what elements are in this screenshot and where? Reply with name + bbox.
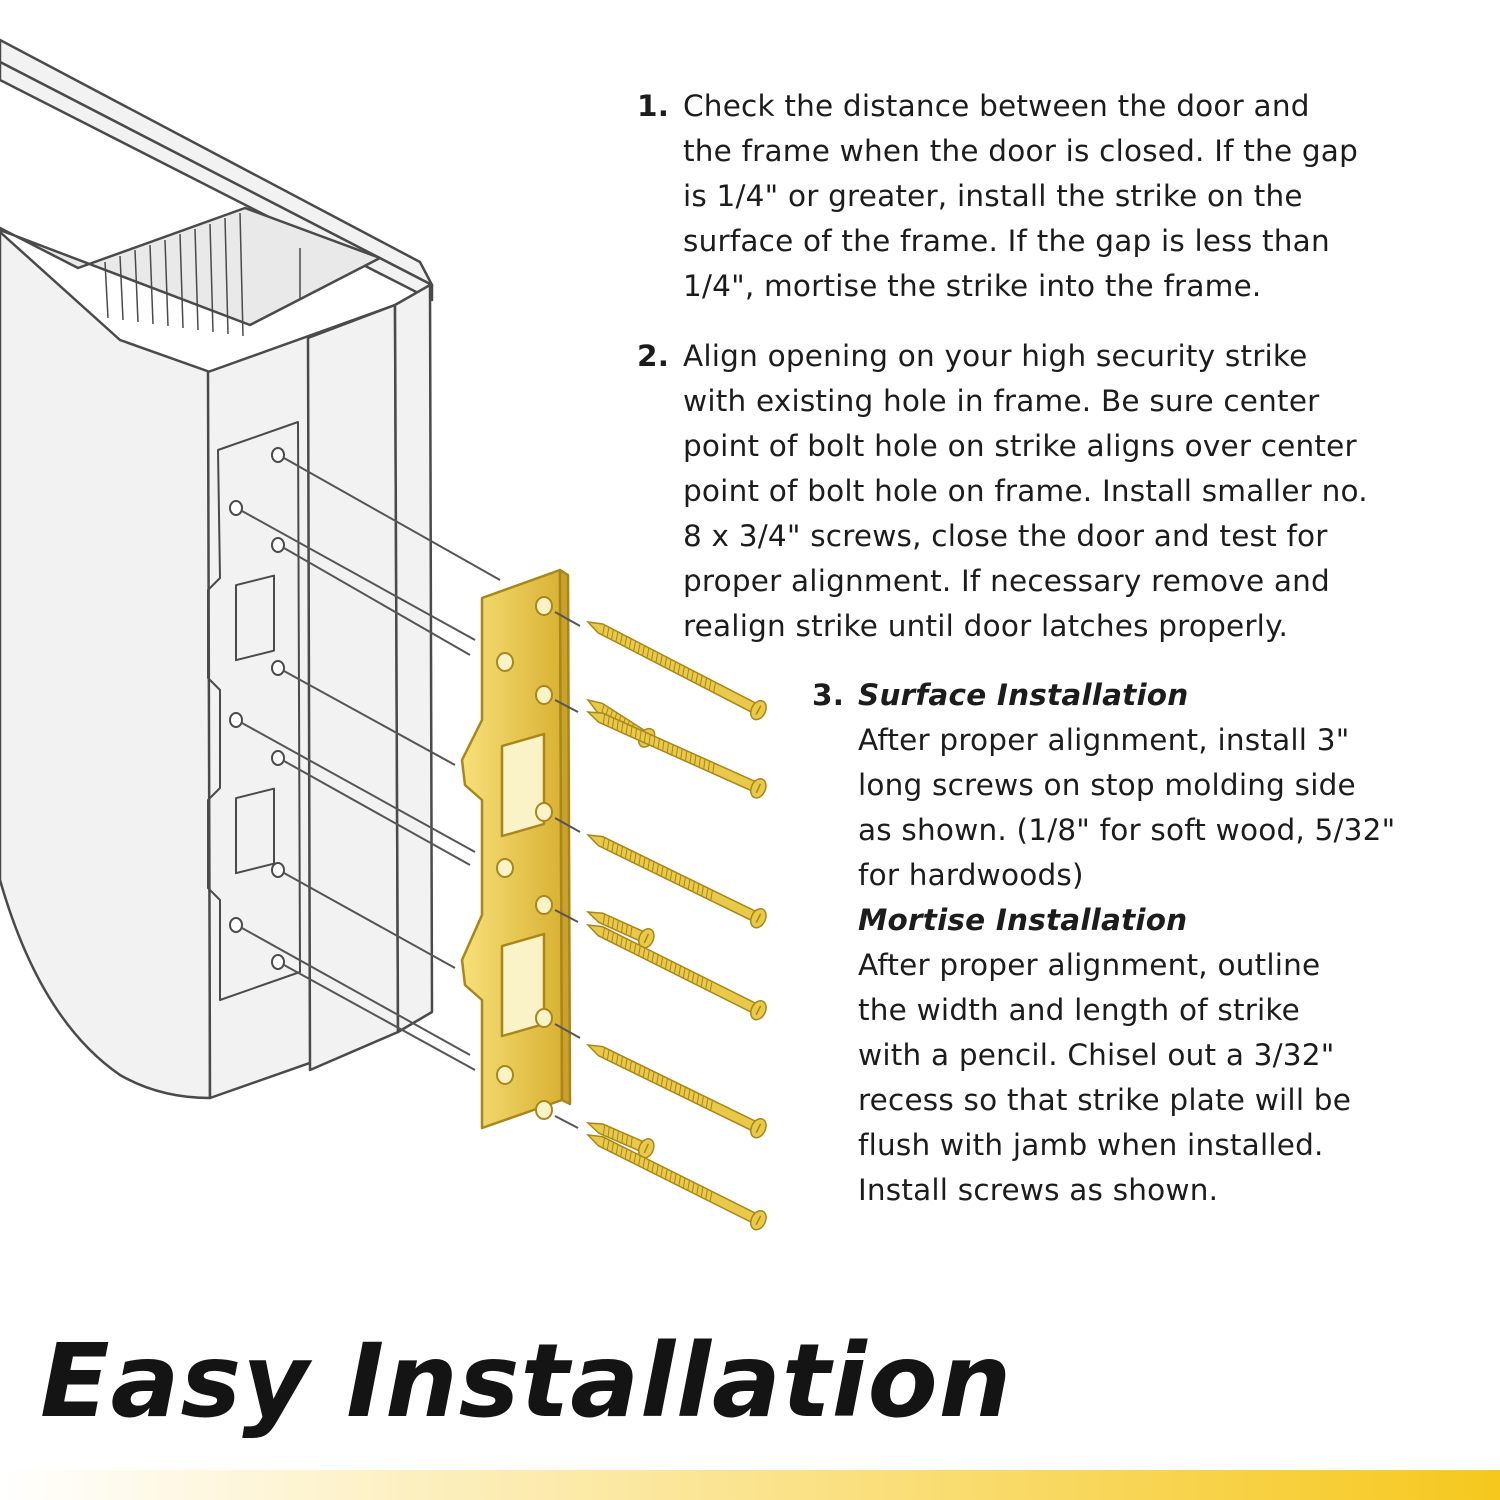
door-frame	[0, 38, 434, 1100]
text-line: flush with jamb when installed.	[858, 1128, 1324, 1162]
text-line: with existing hole in frame. Be sure cen…	[683, 384, 1320, 418]
text-line: for hardwoods)	[858, 858, 1084, 892]
screw-group	[585, 620, 767, 1231]
text-line: the width and length of strike	[858, 993, 1301, 1027]
guide-lines	[241, 457, 501, 1071]
step-1-text: Check the distance between the door and t…	[683, 84, 1358, 309]
installation-diagram	[0, 38, 767, 1231]
text-line: After proper alignment, install 3"	[858, 723, 1350, 757]
text-line: 1/4", mortise the strike into the frame.	[683, 269, 1262, 303]
text-line: long screws on stop molding side	[858, 768, 1356, 802]
screw	[585, 711, 767, 799]
strike-plate	[460, 568, 572, 1130]
step-2-text: Align opening on your high security stri…	[683, 334, 1368, 649]
mortise-installation-text: After proper alignment, outline the width…	[858, 943, 1395, 1213]
screw	[586, 620, 767, 721]
mortise-installation-title: Mortise Installation	[858, 903, 1188, 937]
text-line: Install screws as shown.	[858, 1173, 1219, 1207]
text-line: Align opening on your high security stri…	[683, 339, 1308, 373]
step-number: 3.	[812, 678, 845, 712]
step-3: 3. Surface Installation After proper ali…	[812, 673, 1472, 1213]
surface-installation-title: Surface Installation	[858, 678, 1189, 712]
text-line: realign strike until door latches proper…	[683, 609, 1289, 643]
text-line: point of bolt hole on frame. Install sma…	[683, 474, 1368, 508]
screw	[586, 924, 767, 1021]
text-line: the frame when the door is closed. If th…	[683, 134, 1358, 168]
text-line: is 1/4" or greater, install the strike o…	[683, 179, 1303, 213]
text-line: recess so that strike plate will be	[858, 1083, 1352, 1117]
screw	[585, 1122, 655, 1159]
step-number: 2.	[637, 339, 670, 373]
screw	[585, 834, 767, 929]
step-2: 2. Align opening on your high security s…	[637, 334, 1457, 654]
text-line: point of bolt hole on strike aligns over…	[683, 429, 1357, 463]
screw	[585, 911, 655, 949]
text-line: with a pencil. Chisel out a 3/32"	[858, 1038, 1335, 1072]
surface-installation-text: After proper alignment, install 3" long s…	[858, 718, 1395, 898]
screw	[586, 1134, 767, 1231]
screw	[585, 1044, 767, 1139]
step-1: 1. Check the distance between the door a…	[637, 84, 1457, 314]
accent-bar	[0, 1470, 1500, 1500]
text-line: as shown. (1/8" for soft wood, 5/32"	[858, 813, 1396, 847]
text-line: After proper alignment, outline	[858, 948, 1321, 982]
text-line: proper alignment. If necessary remove an…	[683, 564, 1330, 598]
step-number: 1.	[637, 89, 670, 123]
text-line: 8 x 3/4" screws, close the door and test…	[683, 519, 1328, 553]
headline: Easy Installation	[40, 1322, 1013, 1441]
text-line: Check the distance between the door and	[683, 89, 1310, 123]
step-3-text: Surface Installation After proper alignm…	[858, 673, 1395, 1213]
text-line: surface of the frame. If the gap is less…	[683, 224, 1330, 258]
